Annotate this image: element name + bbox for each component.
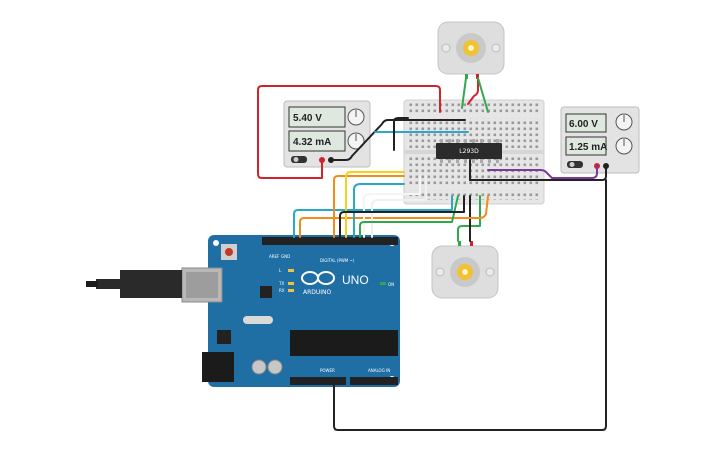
power-supply-right[interactable]: 6.00 V 1.25 mA [560,106,640,174]
wire-white [371,175,427,238]
tx-label: TX [278,281,284,286]
dc-motor-bottom[interactable] [431,241,499,299]
tx-led [288,282,294,285]
wire-orange [333,175,405,238]
l-label: L [279,268,282,273]
power-label: POWER [320,368,335,373]
capacitor-icon [251,359,267,375]
digital-header[interactable] [262,237,398,245]
wire-white [363,175,421,238]
on-label: ON [388,282,394,287]
wire-cyan [353,183,405,238]
current-readout: 1.25 mA [569,142,607,153]
wire-red [467,77,479,105]
capacitor-icon [267,359,283,375]
board-model: UNO [342,273,369,287]
current-display [565,136,607,156]
voltage-regulator-icon [217,330,231,344]
l293d-chip[interactable]: L293D [436,139,502,163]
analog-label: ANALOG IN [368,368,390,373]
power-supply-left[interactable]: 5.40 V 4.32 mA [283,100,371,168]
wire-black [393,117,409,151]
current-readout: 4.32 mA [293,137,331,148]
analog-header[interactable] [350,377,398,385]
chip-label: L293D [459,148,479,155]
wire-cyan [293,195,453,238]
arduino-uno-board[interactable]: ARDUINO UNO DIGITAL (PWM ~) POWER ANALOG… [181,235,400,387]
digital-label: DIGITAL (PWM ~) [320,258,355,263]
gnd-label: GND [281,254,290,259]
wire-purple [487,165,598,179]
power-switch[interactable] [291,156,307,163]
wire-red [257,85,441,179]
wire-yellow [345,171,405,238]
arduino-logo-text: ARDUINO [303,289,332,296]
wire-green [457,195,481,242]
wire-green [359,195,459,238]
crystal-icon [243,316,273,324]
usb-cable[interactable] [86,270,182,298]
wire-black [330,119,466,161]
microcontroller-chip [290,330,398,356]
wire-orange [299,195,489,238]
rx-led [288,289,294,292]
power-switch[interactable] [567,161,583,168]
current-display [288,130,346,152]
rx-label: RX [279,288,285,293]
wires [257,77,607,431]
voltage-display [565,113,607,133]
l-led [288,269,294,272]
aref-label: AREF [269,254,280,259]
voltage-readout: 5.40 V [293,113,322,124]
voltage-readout: 6.00 V [569,119,598,130]
wire-green [477,77,489,113]
wire-green [461,77,467,109]
wire-black [469,165,607,181]
voltage-display [288,106,346,128]
dc-power-jack[interactable] [202,352,234,382]
dc-motor-top[interactable] [437,21,505,79]
wire-black [339,195,465,238]
on-led [380,282,386,285]
power-header[interactable] [290,377,346,385]
wire-black [333,179,607,431]
